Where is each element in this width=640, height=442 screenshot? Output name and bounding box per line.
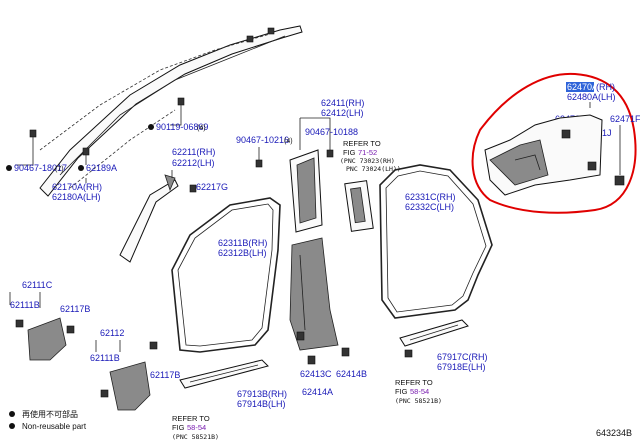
- part-link-62470A-rh: (RH): [596, 82, 615, 92]
- part-link-62117B-b[interactable]: 62117B: [150, 370, 180, 380]
- ref2-pnc: (PNC 58521B): [172, 433, 219, 441]
- qty-90467-18017: (7): [55, 166, 64, 173]
- part-link-62111B-b[interactable]: 62111B: [90, 353, 120, 363]
- front-scuff-plate-drawing: [179, 359, 269, 389]
- seat-belt-anchor-drawing: [344, 180, 374, 232]
- ref-fig-label: FIG: [343, 148, 356, 157]
- part-link-62332C[interactable]: 62332C(LH): [405, 202, 454, 212]
- ref2-refer-to: REFER TO: [172, 414, 210, 423]
- legend-item-jp: 再使用不可部品: [22, 409, 78, 419]
- part-link-62311B[interactable]: 62311B(RH): [218, 238, 267, 248]
- legend-item-en: Non-reusable part: [22, 422, 87, 431]
- center-pillar-upper-garnish-drawing: [289, 149, 334, 233]
- ref3-fig-label: FIG: [395, 387, 408, 396]
- non-reusable-mark-icon: [6, 165, 12, 171]
- rear-scuff-plate-drawing: [399, 319, 469, 347]
- part-link-67913B[interactable]: 67913B(RH): [237, 389, 287, 399]
- front-door-weatherstrip-drawing: [171, 197, 281, 353]
- part-link-62480A[interactable]: 62480A(LH): [567, 92, 616, 102]
- clip-icon: [149, 341, 158, 350]
- clip-icon: [404, 349, 413, 358]
- ref3-pnc: (PNC 58521B): [395, 397, 442, 405]
- part-link-62180A[interactable]: 62180A(LH): [52, 192, 101, 202]
- part-link-62412[interactable]: 62412(LH): [321, 108, 364, 118]
- part-link-90119-06869[interactable]: 90119-06869: [156, 122, 208, 132]
- front-pillar-garnish-drawing: [119, 174, 197, 263]
- ref2-fig-link-58-54[interactable]: 58-54: [187, 423, 206, 432]
- center-pillar-lower-garnish-drawing: [289, 237, 350, 365]
- part-link-62111C[interactable]: 62111C: [22, 280, 53, 290]
- non-reusable-mark-icon: [78, 165, 84, 171]
- ref-refer-to: REFER TO: [343, 139, 381, 148]
- rear-door-weatherstrip-drawing: [379, 164, 493, 319]
- cowl-side-lower-trim-drawing: [109, 361, 151, 411]
- part-link-62414A[interactable]: 62414A: [302, 387, 333, 397]
- ref2-fig-label: FIG: [172, 423, 185, 432]
- highlight-ring: [471, 72, 637, 214]
- legend-non-reusable-icon: [9, 423, 15, 429]
- ref3-fig-link-58-54[interactable]: 58-54: [410, 387, 429, 396]
- diagram-id: 643234B: [596, 428, 632, 438]
- selected-part-highlight: [566, 82, 594, 92]
- legend-non-reusable-icon: [9, 411, 15, 417]
- part-link-62312B[interactable]: 62312B(LH): [218, 248, 267, 258]
- part-link-62117B-a[interactable]: 62117B: [60, 304, 90, 314]
- part-link-67914B[interactable]: 67914B(LH): [237, 399, 286, 409]
- ref-pnc-2: PNC 73024(LH)): [346, 165, 401, 173]
- part-link-62471F[interactable]: 62471F: [610, 114, 640, 124]
- part-link-62189A[interactable]: 62189A: [86, 163, 117, 173]
- part-link-62170A[interactable]: 62170A(RH): [52, 182, 102, 192]
- part-link-67917C[interactable]: 67917C(RH): [437, 352, 488, 362]
- ref-fig-link-71-52[interactable]: 71-52: [358, 148, 377, 157]
- part-link-62112[interactable]: 62112: [100, 328, 124, 338]
- part-link-62211[interactable]: 62211(RH): [172, 147, 215, 157]
- part-link-62212[interactable]: 62212(LH): [172, 158, 215, 168]
- clip-icon: [82, 147, 90, 156]
- part-link-62414B[interactable]: 62414B: [336, 369, 367, 379]
- clip-icon: [66, 325, 75, 334]
- part-link-90467-10188[interactable]: 90467-10188: [305, 127, 358, 137]
- part-link-62470A[interactable]: 62470A: [567, 82, 598, 92]
- ref-pnc-1: (PNC 73023(RH): [340, 157, 395, 165]
- quarter-trim-panel-drawing: [484, 114, 625, 196]
- part-link-62111B-a[interactable]: 62111B: [10, 300, 40, 310]
- clip-icon: [15, 319, 24, 328]
- part-link-62331C[interactable]: 62331C(RH): [405, 192, 456, 202]
- qty-90119-06869: (4): [197, 125, 206, 132]
- cowl-side-trim-drawing: [27, 317, 67, 361]
- part-link-90467-10216[interactable]: 90467-10216: [236, 135, 289, 145]
- part-link-67918E[interactable]: 67918E(LH): [437, 362, 486, 372]
- clip-icon: [255, 159, 263, 168]
- roof-side-garnish-drawing: [39, 25, 303, 197]
- qty-90467-10216: (4): [284, 138, 293, 145]
- part-link-62413C[interactable]: 62413C: [300, 369, 332, 379]
- clip-icon: [100, 389, 109, 398]
- part-link-90467-18017[interactable]: 90467-18017: [14, 163, 67, 173]
- part-link-62411[interactable]: 62411(RH): [321, 98, 364, 108]
- part-link-62217G[interactable]: 62217G: [196, 182, 228, 192]
- ref3-refer-to: REFER TO: [395, 378, 433, 387]
- clip-icon: [29, 129, 37, 138]
- non-reusable-mark-icon: [148, 124, 154, 130]
